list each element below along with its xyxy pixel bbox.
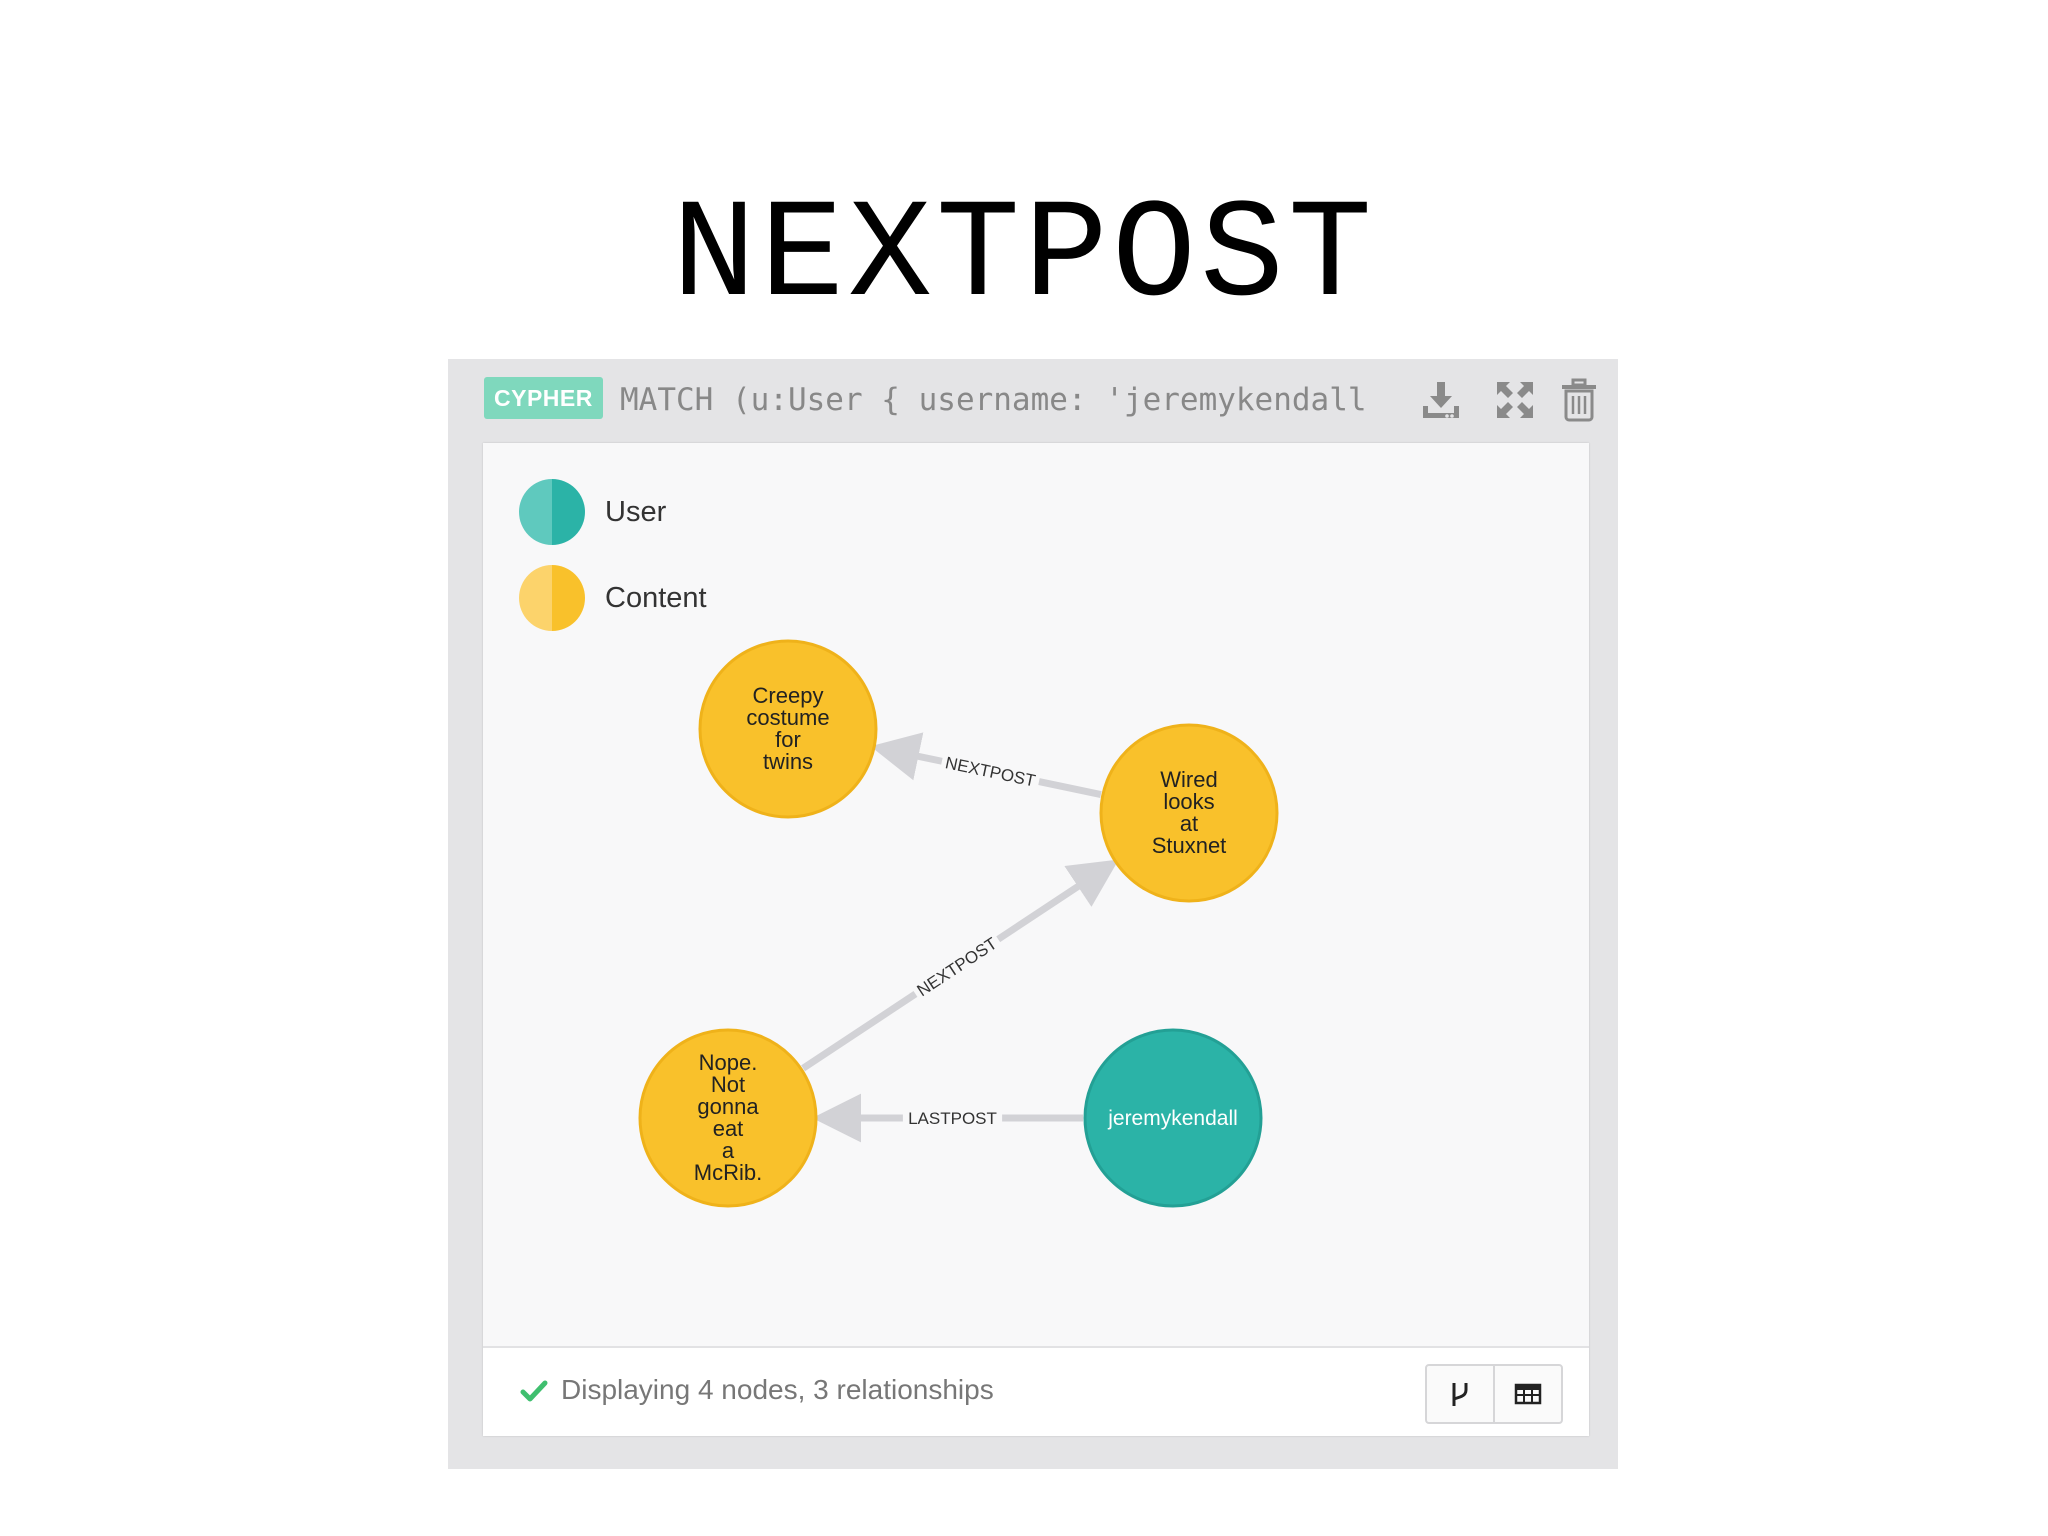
query-text[interactable]: MATCH (u:User { username: 'jeremykendall [620,382,1367,418]
status-bar: Displaying 4 nodes, 3 relationships [483,1346,1589,1436]
node-caption: McRib. [694,1160,762,1185]
expand-icon[interactable] [1488,373,1542,427]
node-caption: looks [1163,789,1214,814]
node-caption: twins [763,749,813,774]
content-swatch [519,565,585,631]
user-node[interactable]: jeremykendall [1083,1028,1263,1208]
legend-label-user: User [605,495,667,528]
download-icon[interactable] [1414,373,1468,427]
node-caption: a [722,1138,735,1163]
relationship-line[interactable] [1038,778,1102,798]
graph-view-icon[interactable] [1427,1366,1495,1422]
node-circle[interactable] [638,1028,818,1208]
slide-title: NEXTPOST [671,178,1377,337]
legend-item-content[interactable]: Content [519,563,707,633]
node-caption: eat [713,1116,744,1141]
legend-item-user[interactable]: User [519,477,666,547]
relationship-arrow[interactable] [870,732,943,781]
node-caption: for [775,727,801,752]
node-caption: gonna [697,1094,759,1119]
relationship-arrow[interactable] [996,859,1119,943]
node-caption: Wired [1160,767,1217,792]
table-view-icon[interactable] [1495,1366,1561,1422]
trash-icon[interactable] [1552,373,1606,427]
node-circle[interactable] [1083,1028,1263,1208]
node-caption: at [1180,811,1198,836]
node-circle[interactable] [698,639,878,819]
relationship-label: LASTPOST [908,1109,997,1128]
relationship-line[interactable] [801,991,918,1072]
user-swatch [519,479,585,545]
node-circle[interactable] [1099,723,1279,903]
query-result-frame: CYPHER MATCH (u:User { username: 'jeremy… [448,359,1618,1469]
legend-label-content: Content [605,581,707,614]
node-caption: Creepy [753,683,824,708]
query-toolbar: CYPHER MATCH (u:User { username: 'jeremy… [448,359,1618,443]
relationship-label: NEXTPOST [944,753,1038,790]
status-text: Displaying 4 nodes, 3 relationships [561,1374,994,1405]
relationship-label: NEXTPOST [914,934,1001,1000]
node-caption: jeremykendall [1107,1107,1238,1130]
view-toggle [1425,1364,1563,1424]
node-caption: Stuxnet [1152,833,1227,858]
node-caption: Nope. [699,1050,758,1075]
check-icon [519,1376,549,1411]
node-caption: costume [746,705,829,730]
graph-canvas[interactable]: NEXTPOST NEXTPOST LASTPOST Creepycostumefo… [483,443,1589,1348]
node-caption: Not [711,1072,745,1097]
cypher-badge: CYPHER [484,377,603,419]
